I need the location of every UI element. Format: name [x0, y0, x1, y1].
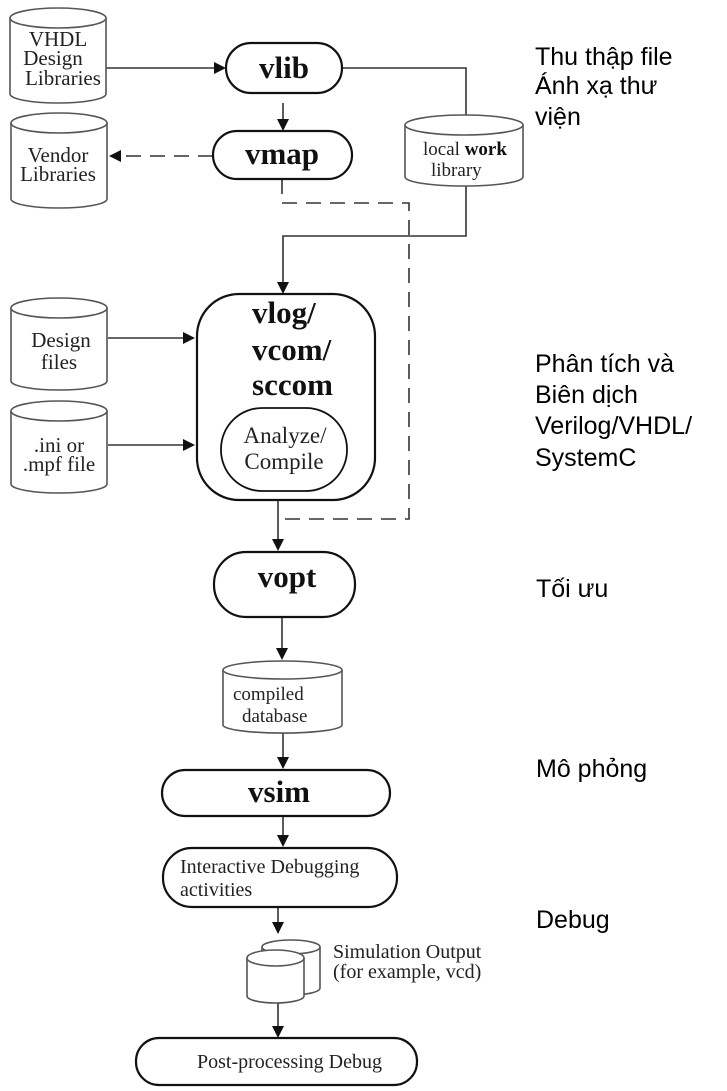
arrowhead	[272, 539, 284, 551]
vlib-node: vlib	[224, 41, 344, 95]
vhdl-libs-line2: Design	[23, 46, 83, 70]
compile-tool-sccom: sccom	[252, 367, 333, 402]
database-icon	[9, 18, 107, 104]
cylinder-top	[10, 400, 108, 422]
post-debug-box	[134, 1036, 419, 1087]
vhdl-design-libraries-node: VHDL Design Libraries	[9, 7, 107, 104]
compiled-db-line1: compiled	[233, 684, 304, 705]
analyze-line2: Compile	[244, 449, 323, 474]
compiled-database-node: compiled database	[222, 660, 343, 734]
ini-file-line1: .ini or	[34, 433, 84, 457]
arrowhead	[276, 648, 288, 660]
local-work-line1: local work	[423, 139, 507, 160]
vendor-libraries-node: Vendor Libraries	[10, 112, 108, 209]
compile-tool-vcom: vcom/	[252, 332, 332, 367]
vlib-label: vlib	[259, 50, 309, 85]
compile-node: vlog/ vcom/ sccom Analyze/ Compile	[195, 292, 377, 502]
analyze-line1: Analyze/	[243, 423, 327, 448]
interactive-debugging-node: Interactive Debugging activities	[161, 846, 399, 909]
arrowhead	[214, 62, 226, 74]
design-files-line1: Design	[31, 328, 91, 352]
work-keyword: work	[465, 139, 508, 160]
edge-vlib-to-work	[342, 67, 467, 116]
stage-labels: Thu thập file Ánh xạ thư viện Phân tích …	[535, 43, 692, 934]
vsim-box	[160, 768, 392, 818]
vhdl-libs-line1: VHDL	[29, 27, 87, 51]
ini-file-node: .ini or .mpf file	[10, 400, 108, 494]
post-debug-label: Post-processing Debug	[197, 1051, 382, 1073]
design-files-line2: files	[41, 350, 77, 374]
compiled-db-line2: database	[242, 706, 307, 727]
ini-file-line2: .mpf file	[23, 452, 95, 476]
stage-compile-line1: Phân tích và	[535, 350, 674, 378]
sim-output-line1: Simulation Output	[333, 941, 482, 963]
stage-compile-line3: Verilog/VHDL/	[535, 412, 692, 440]
simulation-output-node: Simulation Output (for example, vcd)	[246, 939, 482, 1004]
cylinder-top	[10, 297, 108, 319]
interactive-line1: Interactive Debugging	[180, 856, 359, 878]
database-icon	[222, 670, 343, 734]
cylinder-top	[10, 112, 108, 134]
cylinder-top	[246, 949, 305, 967]
cylinder-top	[222, 660, 343, 680]
arrowhead	[109, 150, 121, 162]
database-icon	[10, 308, 108, 391]
analyze-compile-box	[220, 407, 348, 492]
stage-compile-line4: SystemC	[535, 444, 636, 472]
arrowhead	[272, 1026, 284, 1038]
vlib-box	[224, 41, 344, 95]
stage-collect-line1: Thu thập file	[535, 43, 673, 71]
arrowhead	[277, 282, 289, 294]
database-icon	[404, 125, 524, 187]
vopt-label: vopt	[258, 559, 317, 594]
arrowhead	[183, 439, 195, 451]
stage-collect-line2: Ánh xạ thư	[535, 71, 657, 100]
cylinder-top	[9, 7, 107, 29]
vendor-libs-line1: Vendor	[28, 143, 89, 167]
arrowhead	[277, 119, 289, 131]
design-files-node: Design files	[10, 297, 108, 391]
arrowhead	[277, 835, 289, 847]
cylinder-top	[404, 114, 524, 136]
vhdl-libs-line3: Libraries	[25, 66, 101, 90]
stage-optimize: Tối ưu	[536, 575, 608, 603]
stage-compile-line2: Biên dịch	[535, 381, 638, 409]
arrowhead	[277, 757, 289, 769]
vopt-node: vopt	[212, 550, 357, 619]
stage-collect-line3: viện	[535, 103, 581, 131]
vendor-libs-line2: Libraries	[20, 162, 96, 186]
database-icon	[10, 123, 108, 209]
interactive-line2: activities	[180, 879, 252, 901]
sim-output-line2: (for example, vcd)	[333, 961, 481, 983]
database-icon	[10, 411, 108, 494]
edge-work-to-compile	[282, 186, 467, 284]
edge-vmap-to-vopt-dashed	[280, 179, 410, 520]
local-work-line2: library	[431, 160, 482, 181]
stage-debug: Debug	[536, 906, 610, 934]
post-processing-debug-node: Post-processing Debug	[134, 1036, 419, 1087]
local-work-library-node: local work library	[404, 114, 524, 187]
vmap-box	[211, 129, 354, 181]
connectors	[106, 62, 467, 1038]
compile-tool-vlog: vlog/	[252, 295, 316, 330]
database-icon-front	[246, 958, 305, 1004]
vsim-label: vsim	[248, 774, 310, 809]
stage-simulate: Mô phỏng	[536, 755, 647, 783]
vmap-node: vmap	[211, 129, 354, 181]
vmap-label: vmap	[245, 136, 319, 171]
arrowhead	[183, 332, 195, 344]
vopt-box	[212, 550, 357, 619]
vsim-node: vsim	[160, 768, 392, 818]
arrowhead	[272, 922, 284, 934]
interactive-box	[161, 846, 399, 909]
local-prefix: local	[423, 139, 465, 160]
